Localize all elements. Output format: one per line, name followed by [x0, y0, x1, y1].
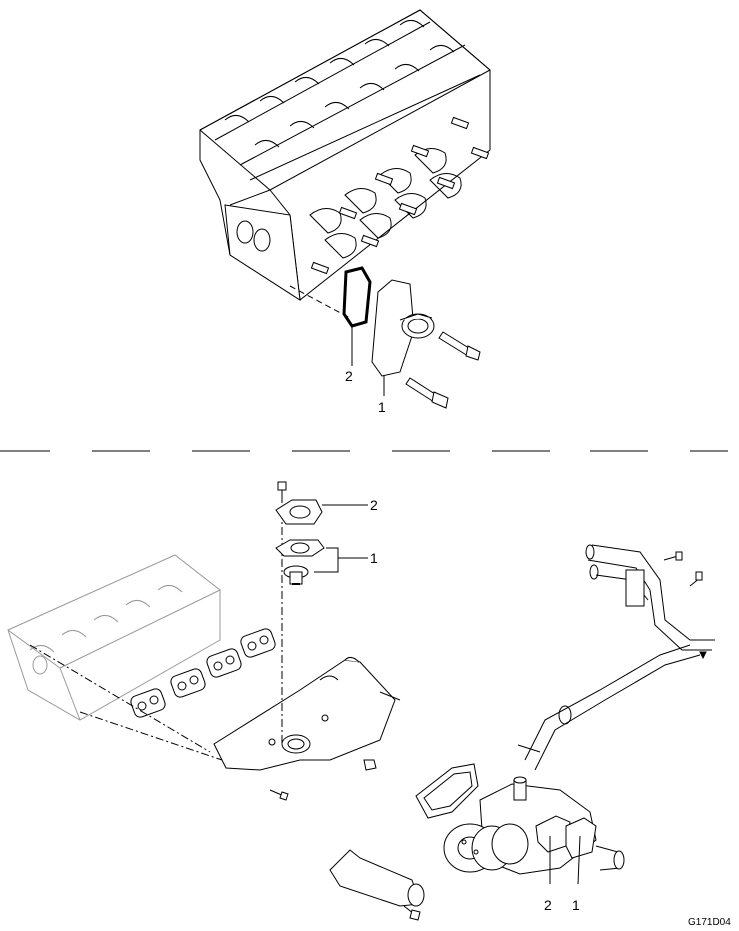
bottom-cylinder-head [7, 554, 221, 721]
thermostat-cover-callout: 2 [370, 497, 378, 513]
top-callout-leaders [351, 326, 385, 396]
thermostat-assembly [275, 539, 325, 585]
pump-gasket-callout: 2 [544, 897, 552, 913]
top-cylinder-head [199, 9, 491, 301]
top-head-studs [310, 116, 490, 275]
pump-cover-callout: 1 [572, 897, 580, 913]
water-pump [443, 776, 625, 875]
top-outlet-housing [371, 279, 435, 377]
thermostat-callout-leaders [314, 504, 368, 573]
figure-code: G171D04 [688, 917, 731, 928]
bottom-alignment-lines [29, 495, 283, 761]
thermostat-callout: 1 [370, 550, 378, 566]
pump-callout-leaders [549, 835, 581, 885]
exhaust-manifold-gaskets [130, 628, 276, 718]
top-gasket [342, 266, 372, 328]
coolant-pipe-assembly [517, 544, 715, 771]
top-housing-bolts [405, 331, 481, 409]
thermostat-cover [275, 481, 323, 525]
manifold-fasteners [269, 759, 377, 801]
top-alignment-line [289, 285, 351, 319]
water-pump-gasket [415, 763, 479, 819]
exhaust-manifold [213, 656, 401, 771]
bottom-pipe-piece [329, 849, 425, 921]
top-callout-gasket: 2 [345, 368, 353, 384]
top-callout-housing: 1 [378, 399, 386, 415]
